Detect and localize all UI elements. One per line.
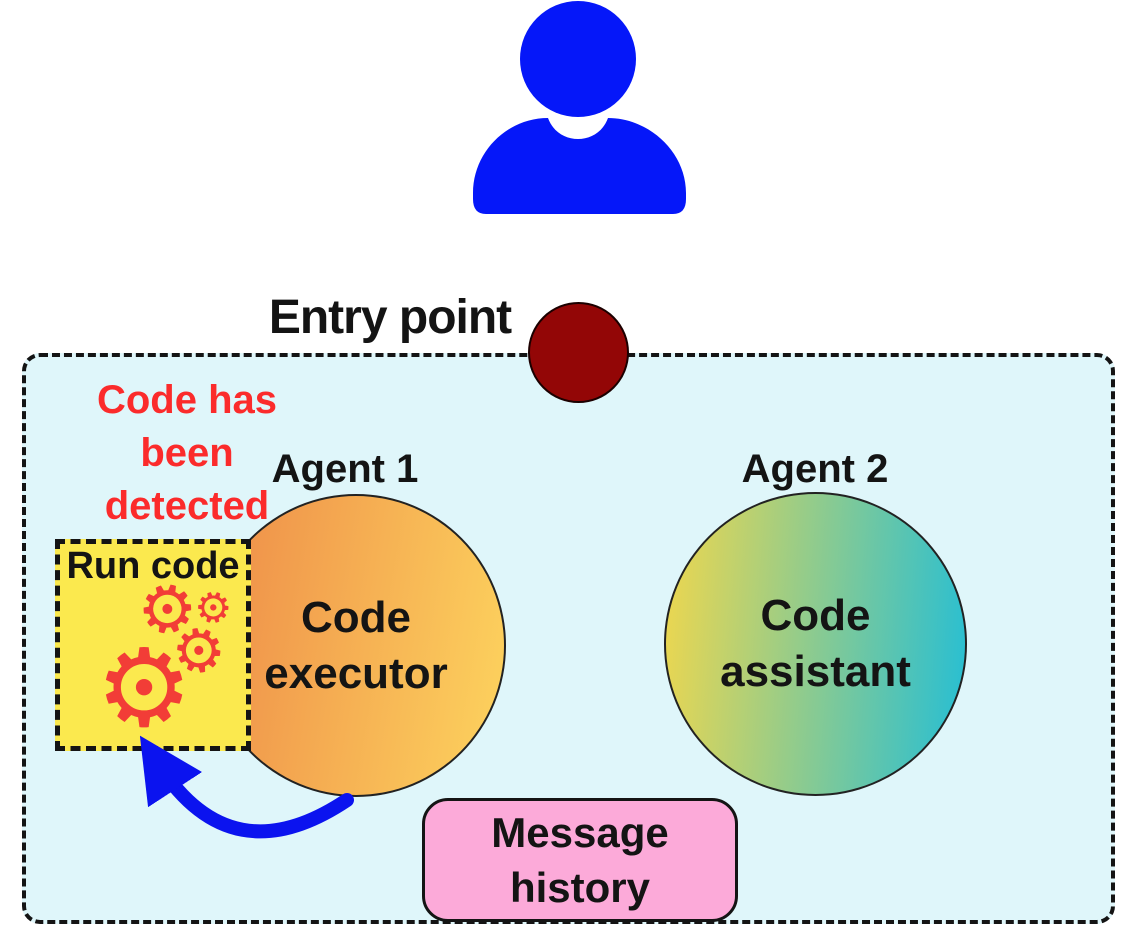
message-history-label: Message history [491, 809, 669, 911]
agent-1-label: Agent 1 [271, 447, 419, 491]
user-icon [473, 1, 686, 214]
code-assistant-node: Code assistant [664, 492, 967, 796]
entry-point-label: Entry point [268, 291, 512, 344]
run-code-box: Run code ⚙ ⚙ ⚙ ⚙ [55, 539, 251, 751]
run-code-label: Run code [66, 545, 240, 587]
agent-2-label: Agent 2 [741, 447, 889, 491]
entry-point-marker-icon [528, 302, 629, 403]
message-history-box: Message history [422, 798, 738, 922]
status-note: Code has been detected [96, 378, 278, 528]
code-executor-node: Code executor [206, 494, 506, 797]
agents-panel: Code has been detected Agent 1 Agent 2 C… [22, 353, 1115, 924]
code-assistant-role-label: Code assistant [720, 591, 911, 696]
gear-icon: ⚙ [95, 626, 193, 752]
code-executor-role-label: Code executor [264, 592, 448, 698]
